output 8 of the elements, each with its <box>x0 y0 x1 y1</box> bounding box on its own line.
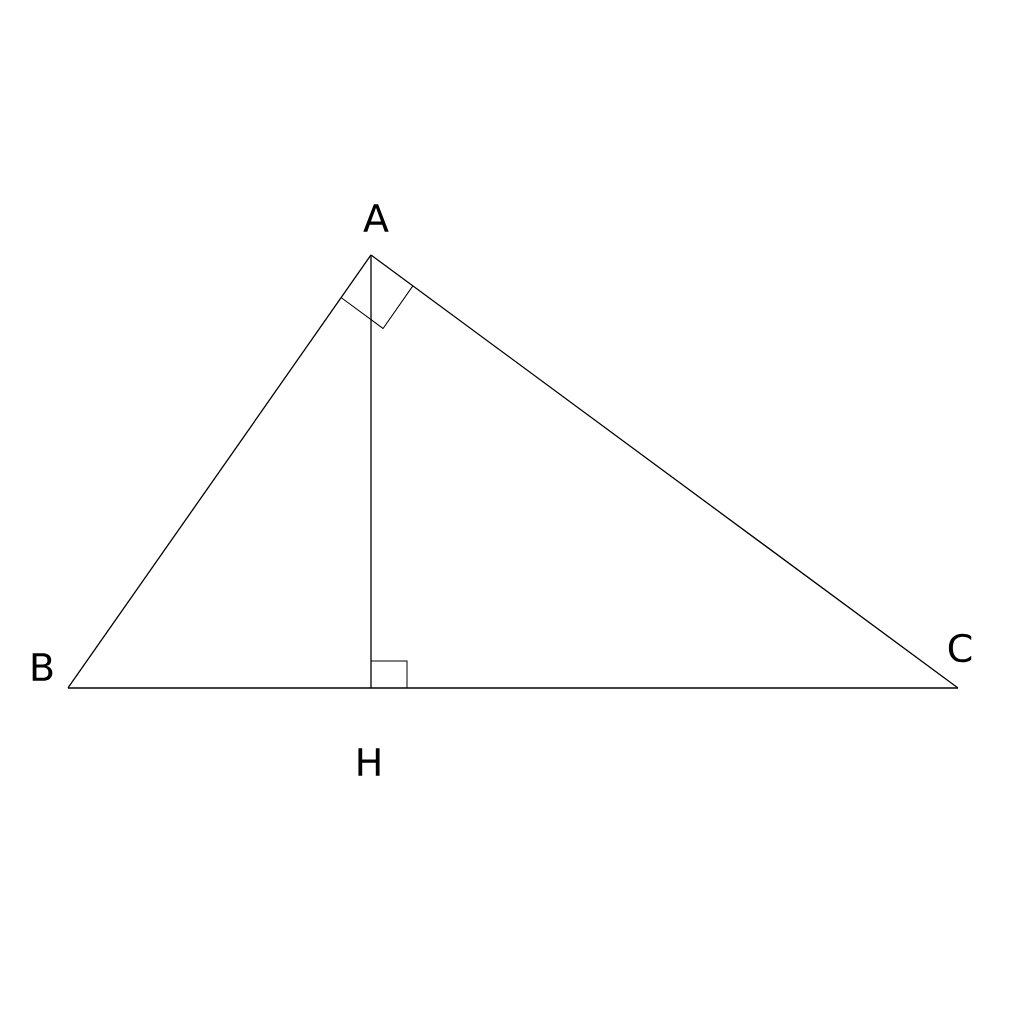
vertex-label: C <box>948 633 972 663</box>
triangle-side <box>370 254 372 689</box>
triangle-side <box>370 254 959 689</box>
vertex-label: B <box>32 653 53 681</box>
vertex-label: H <box>358 748 380 776</box>
triangle-side <box>67 687 959 689</box>
triangle-side <box>67 254 372 689</box>
vertex-label: A <box>363 204 389 232</box>
